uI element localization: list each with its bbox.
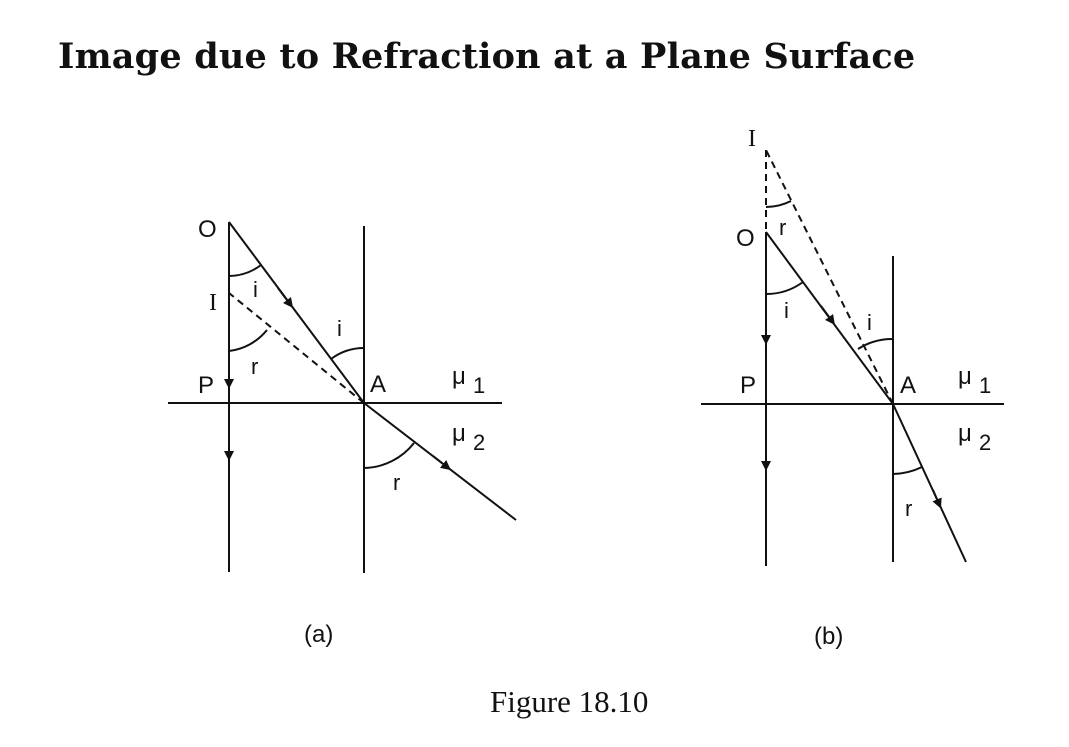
angle-arc-i-top-a — [228, 264, 262, 277]
point-P-b: P — [740, 372, 756, 399]
panel-a-labels: O I P A i r i r μ 1 μ 2 (a) — [198, 216, 485, 648]
medium-sub-mu2-b: 2 — [979, 430, 991, 455]
figure-caption: Figure 18.10 — [490, 684, 649, 719]
arrowhead-incident-b — [820, 305, 835, 326]
medium-sub-mu1-a: 1 — [473, 373, 485, 398]
point-O-a: O — [198, 216, 217, 243]
angle-arc-i-normal-a — [330, 347, 365, 360]
angle-label-r-refracted-b: r — [905, 496, 912, 521]
angle-arc-r-left-a — [228, 329, 268, 352]
point-I-a: I — [209, 290, 217, 316]
angle-arc-r-refracted-a — [363, 442, 415, 469]
angle-label-r-left-a: r — [251, 354, 258, 379]
arrowhead-refracted-b — [932, 489, 942, 509]
angle-label-r-top-b: r — [779, 215, 786, 240]
dashed-extension-a — [228, 292, 365, 404]
angle-label-i-normal-b: i — [867, 310, 872, 335]
panel-b — [701, 149, 1004, 566]
angle-arc-i-left-b — [765, 281, 804, 296]
angle-label-i-left-b: i — [784, 298, 789, 323]
refracted-ray-b — [892, 403, 967, 563]
angle-label-i-top-a: i — [253, 277, 258, 302]
point-A-b: A — [900, 372, 916, 399]
arrowhead-incident-a — [277, 287, 293, 308]
angle-label-r-refracted-a: r — [393, 470, 400, 495]
arrowhead-refracted-a — [432, 455, 451, 471]
sublabel-a: (a) — [304, 621, 333, 648]
angle-arc-r-top-b — [765, 200, 792, 208]
point-I-b: I — [748, 126, 756, 152]
dashed-extension-b — [765, 149, 894, 405]
sublabel-b: (b) — [814, 623, 843, 650]
point-O-b: O — [736, 225, 755, 252]
medium-sub-mu2-a: 2 — [473, 430, 485, 455]
angle-label-i-normal-a: i — [337, 316, 342, 341]
angle-arc-i-normal-b — [857, 337, 894, 350]
medium-label-mu1-a: μ — [452, 363, 466, 390]
medium-label-mu2-b: μ — [958, 420, 972, 447]
medium-label-mu2-a: μ — [452, 420, 466, 447]
point-A-a: A — [370, 371, 386, 398]
medium-label-mu1-b: μ — [958, 363, 972, 390]
point-P-a: P — [198, 372, 214, 399]
incident-ray-a — [228, 221, 365, 404]
panel-a — [168, 221, 517, 573]
panel-b-labels: I O P A r i i r μ 1 μ 2 (b) — [736, 126, 991, 650]
medium-sub-mu1-b: 1 — [979, 373, 991, 398]
page-title: Image due to Refraction at a Plane Surfa… — [58, 36, 916, 77]
angle-arc-r-refracted-b — [892, 466, 923, 475]
